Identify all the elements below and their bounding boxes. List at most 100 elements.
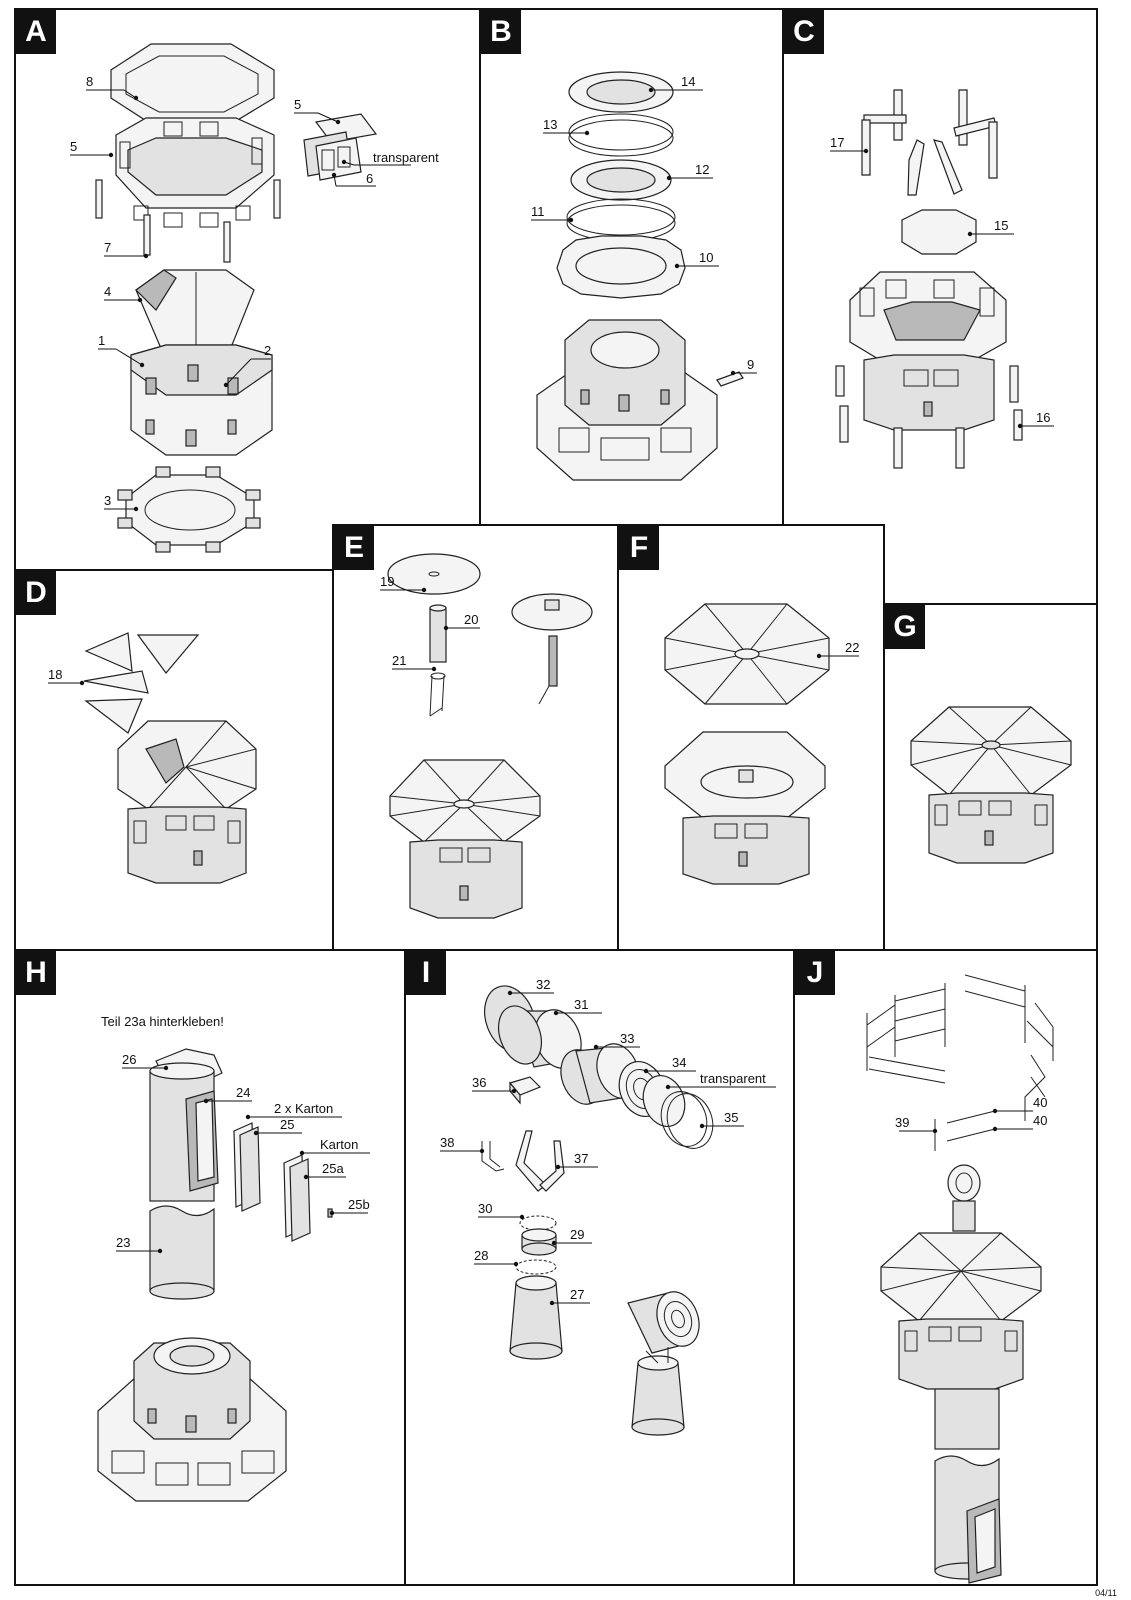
- panel-badge: D: [16, 571, 56, 615]
- label-30: 30: [478, 1201, 492, 1216]
- label-11: 11: [531, 204, 545, 219]
- label-karton: Karton: [320, 1137, 358, 1152]
- part-9: [716, 371, 744, 387]
- part-27: [509, 1275, 563, 1360]
- panel-i-drawing: 32 31 33 34 transparent 36 35 38 37 30 2…: [440, 977, 776, 1436]
- panel-b-drawing: 14 13 12 11 10 9: [531, 71, 757, 481]
- part-23: [149, 1062, 215, 1300]
- part-20: [429, 604, 447, 663]
- label-35: 35: [724, 1110, 738, 1125]
- panel-d-drawing: 18: [48, 632, 257, 884]
- panel-e: E: [332, 524, 619, 951]
- label-4: 4: [104, 284, 111, 299]
- part-30: [519, 1215, 557, 1231]
- label-22: 22: [845, 640, 859, 655]
- label-38: 38: [440, 1135, 454, 1150]
- label-3: 3: [104, 493, 111, 508]
- panel-a: A: [14, 8, 481, 571]
- panel-h: H Teil 23a hinterkleben!: [14, 949, 406, 1586]
- part-19: [387, 553, 481, 595]
- part-35: [660, 1091, 708, 1147]
- page-code: 04/11: [1095, 1588, 1117, 1598]
- label-40: 40: [1033, 1095, 1047, 1110]
- label-16: 16: [1036, 410, 1050, 425]
- part-21: [429, 672, 446, 717]
- panel-j-drawing: 40 39 40: [866, 974, 1054, 1584]
- part-40: [946, 1110, 996, 1142]
- panel-badge: I: [406, 951, 446, 995]
- part-31: [497, 1005, 582, 1069]
- panel-h-drawing: 26 24 2 x Karton 25 Karton 25a 25b 23: [97, 1048, 370, 1502]
- part-18: [83, 632, 200, 734]
- label-10: 10: [699, 250, 713, 265]
- label-8: 8: [86, 74, 93, 89]
- panel-d: D 18: [14, 569, 334, 951]
- label-5: 5: [70, 139, 77, 154]
- panel-badge: J: [795, 951, 835, 995]
- panel-g-drawing: [910, 706, 1072, 864]
- label-2: 2: [264, 343, 271, 358]
- part-29: [521, 1228, 557, 1256]
- label-39: 39: [895, 1115, 909, 1130]
- panel-badge: H: [16, 951, 56, 995]
- railing-parts: [866, 974, 1054, 1121]
- label-25b: 25b: [348, 1197, 370, 1212]
- panel-c: C: [782, 8, 1098, 605]
- label-7: 7: [104, 240, 111, 255]
- part-5-6-frames: [303, 113, 378, 181]
- label-29: 29: [570, 1227, 584, 1242]
- part-37: [515, 1130, 565, 1192]
- panel-badge: G: [885, 605, 925, 649]
- tower-g-body: [928, 792, 1054, 864]
- label-24: 24: [236, 1085, 250, 1100]
- tower-j-roof: [880, 1232, 1042, 1322]
- label-28: 28: [474, 1248, 488, 1263]
- part-16: [835, 365, 1023, 469]
- tower-g-roof: [910, 706, 1072, 796]
- part-28: [515, 1259, 557, 1275]
- instruction-note: Teil 23a hinterkleben!: [101, 1014, 224, 1029]
- label-25: 25: [280, 1117, 294, 1132]
- label-27: 27: [570, 1287, 584, 1302]
- panel-j: J: [793, 949, 1098, 1586]
- part-17: [861, 89, 998, 196]
- panel-badge: A: [16, 10, 56, 54]
- panel-badge: E: [334, 526, 374, 570]
- label-18: 18: [48, 667, 62, 682]
- label-31: 31: [574, 997, 588, 1012]
- tower-j-shaft: [934, 1388, 1000, 1450]
- part-13: [568, 113, 674, 151]
- part-15: [901, 209, 977, 255]
- panel-a-drawing: 8 5 5 transparent 6 7 4 1 2 3: [70, 43, 439, 553]
- tower-d: [117, 720, 257, 810]
- panel-g: G: [883, 603, 1098, 951]
- label-17: 17: [830, 135, 844, 150]
- panel-f: F 22: [617, 524, 885, 951]
- label-32: 32: [536, 977, 550, 992]
- panel-e-drawing: 19 20 21: [380, 553, 593, 919]
- label-transparent: transparent: [373, 150, 439, 165]
- label-transparent: transparent: [700, 1071, 766, 1086]
- panel-badge: B: [481, 10, 521, 54]
- label-6: 6: [366, 171, 373, 186]
- part-38: [481, 1141, 505, 1172]
- label-9: 9: [747, 357, 754, 372]
- label-26: 26: [122, 1052, 136, 1067]
- part-11: [566, 198, 676, 236]
- label-36: 36: [472, 1075, 486, 1090]
- label-21: 21: [392, 653, 406, 668]
- label-23: 23: [116, 1235, 130, 1250]
- lamp-assembled: [627, 1291, 700, 1436]
- panel-badge: F: [619, 526, 659, 570]
- panel-c-drawing: 17 15 16: [830, 89, 1054, 469]
- label-15: 15: [994, 218, 1008, 233]
- panel-badge: C: [784, 10, 824, 54]
- panel-i: I: [404, 949, 795, 1586]
- label-13: 13: [543, 117, 557, 132]
- label-20: 20: [464, 612, 478, 627]
- label-37: 37: [574, 1151, 588, 1166]
- label-12: 12: [695, 162, 709, 177]
- label-2x-karton: 2 x Karton: [274, 1101, 333, 1116]
- label-25a: 25a: [322, 1161, 344, 1176]
- label-1: 1: [98, 333, 105, 348]
